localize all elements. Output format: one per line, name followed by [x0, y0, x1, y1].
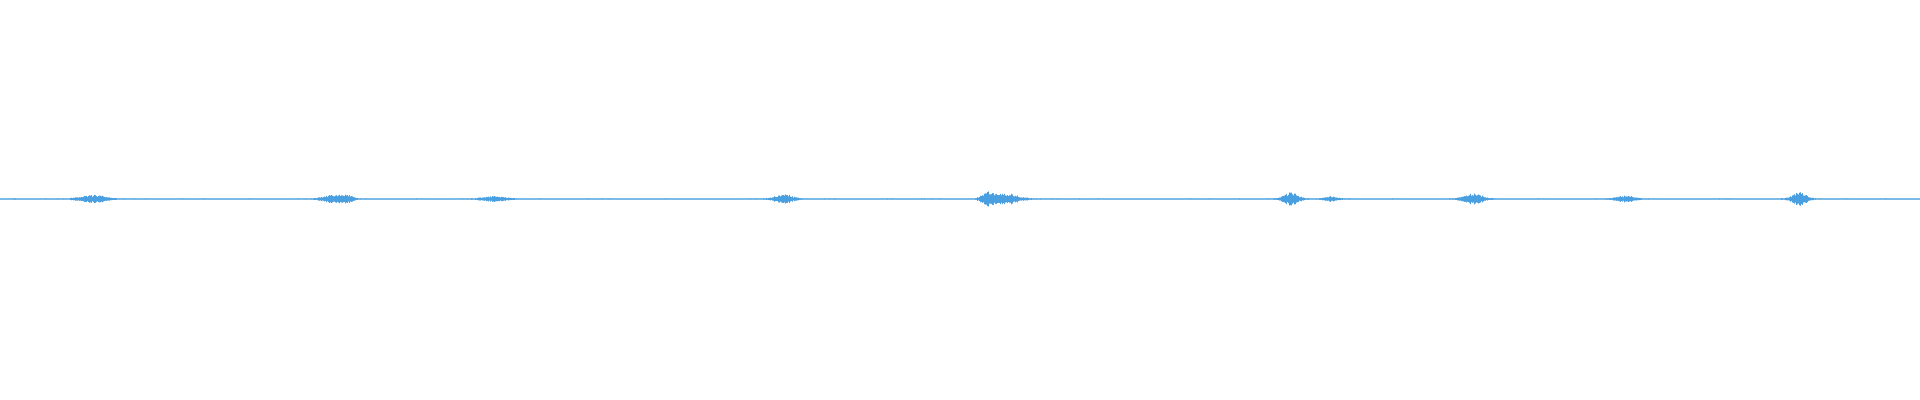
waveform-envelope — [0, 191, 1920, 207]
waveform-samples — [0, 191, 1920, 207]
